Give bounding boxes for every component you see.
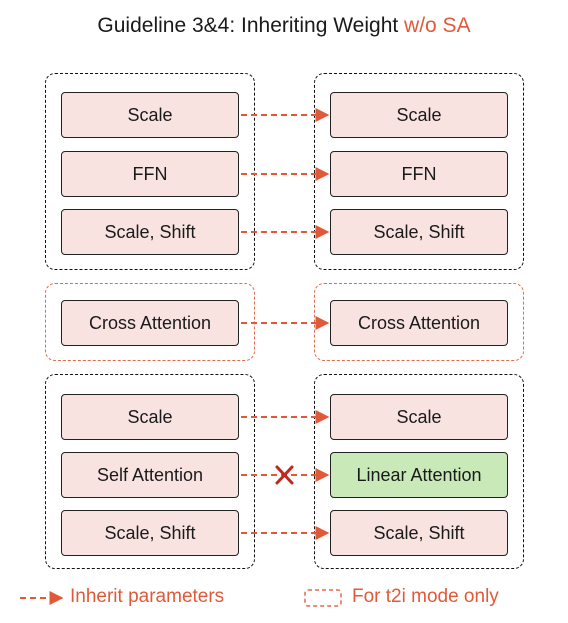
right-block-scale-shift-1: Scale, Shift — [330, 209, 508, 255]
cross-mark-icon — [275, 465, 294, 485]
right-block-linear-attention: Linear Attention — [330, 452, 508, 498]
left-block-scale-1: Scale — [61, 92, 239, 138]
right-block-scale-shift-2: Scale, Shift — [330, 510, 508, 556]
left-block-ffn: FFN — [61, 151, 239, 197]
right-block-ffn: FFN — [330, 151, 508, 197]
right-block-scale-1: Scale — [330, 92, 508, 138]
legend-dashed-box-icon — [304, 589, 342, 607]
right-top-group — [314, 73, 524, 270]
right-block-cross-attention: Cross Attention — [330, 300, 508, 346]
left-block-self-attention: Self Attention — [61, 452, 239, 498]
legend-t2i-label: For t2i mode only — [352, 586, 499, 607]
legend-inherit-label: Inherit parameters — [70, 586, 225, 607]
left-block-scale-shift-2: Scale, Shift — [61, 510, 239, 556]
title-accent: w/o SA — [404, 14, 471, 37]
diagram-title: Guideline 3&4: Inheriting Weight w/o SA — [0, 14, 568, 38]
title-main: Guideline 3&4: Inheriting Weight — [97, 14, 405, 37]
left-block-scale-shift-1: Scale, Shift — [61, 209, 239, 255]
right-block-scale-2: Scale — [330, 394, 508, 440]
left-bottom-group — [45, 374, 255, 569]
left-top-group — [45, 73, 255, 270]
left-block-scale-2: Scale — [61, 394, 239, 440]
right-bottom-group — [314, 374, 524, 569]
left-block-cross-attention: Cross Attention — [61, 300, 239, 346]
